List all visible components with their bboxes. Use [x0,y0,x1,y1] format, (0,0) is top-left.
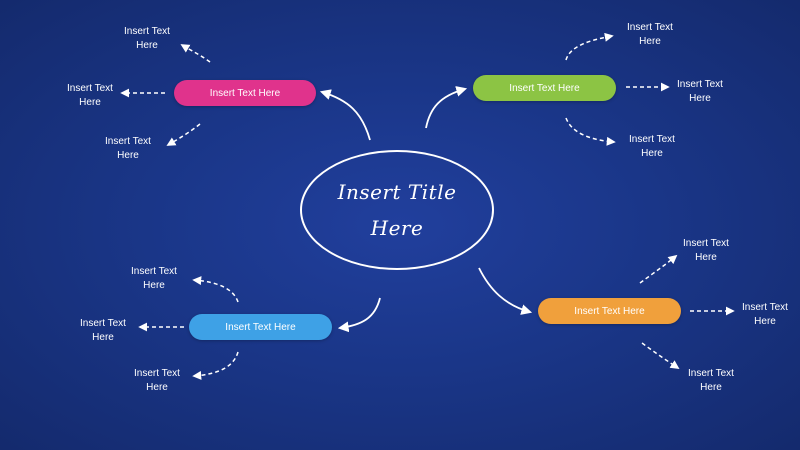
central-title-text: Insert Title Here [327,174,467,246]
leaf-pink-1[interactable]: Insert Text Here [124,26,170,51]
leaf-orange-2[interactable]: Insert Text Here [742,302,788,327]
central-title-line-1: Insert Title [337,180,457,204]
connector-center-to-green [425,86,468,129]
dashed-arrow-green-bottom [565,117,616,146]
leaf-green-1[interactable]: Insert Text Here [627,22,673,47]
branch-blue[interactable]: Insert Text Here [189,314,332,340]
branch-pink-label: Insert Text Here [209,87,281,99]
leaf-blue-2[interactable]: Insert Text Here [80,318,126,343]
branch-blue-label: Insert Text Here [225,321,296,333]
branch-orange[interactable]: Insert Text Here [538,298,681,324]
connector-center-to-pink [319,89,371,141]
branch-orange-label: Insert Text Here [574,305,645,317]
dashed-arrow-blue-top [192,276,239,303]
branch-green[interactable]: Insert Text Here [473,75,616,101]
branch-pink[interactable]: Insert Text Here [174,80,316,106]
dashed-arrow-orange-bottom [641,342,680,369]
leaf-blue-1[interactable]: Insert Text Here [131,266,177,291]
dashed-arrow-blue-bottom [192,351,239,380]
leaf-green-3[interactable]: Insert Text Here [629,134,675,159]
leaf-green-2[interactable]: Insert Text Here [677,79,723,104]
dashed-arrow-orange-top [639,254,678,284]
leaf-pink-3[interactable]: Insert Text Here [105,136,151,161]
leaf-pink-2[interactable]: Insert Text Here [67,83,113,108]
dashed-arrow-pink-bottom [166,123,201,146]
connector-center-to-orange [478,267,533,315]
leaf-blue-3[interactable]: Insert Text Here [134,368,180,393]
leaf-orange-3[interactable]: Insert Text Here [688,368,734,393]
central-title-node[interactable]: Insert Title Here [300,150,494,270]
leaf-orange-1[interactable]: Insert Text Here [683,238,729,263]
dashed-arrow-pink-top [180,44,211,63]
central-title-line-2: Here [370,216,424,240]
connector-center-to-blue [337,297,381,333]
branch-green-label: Insert Text Here [509,82,580,94]
dashed-arrow-green-top [565,32,614,61]
